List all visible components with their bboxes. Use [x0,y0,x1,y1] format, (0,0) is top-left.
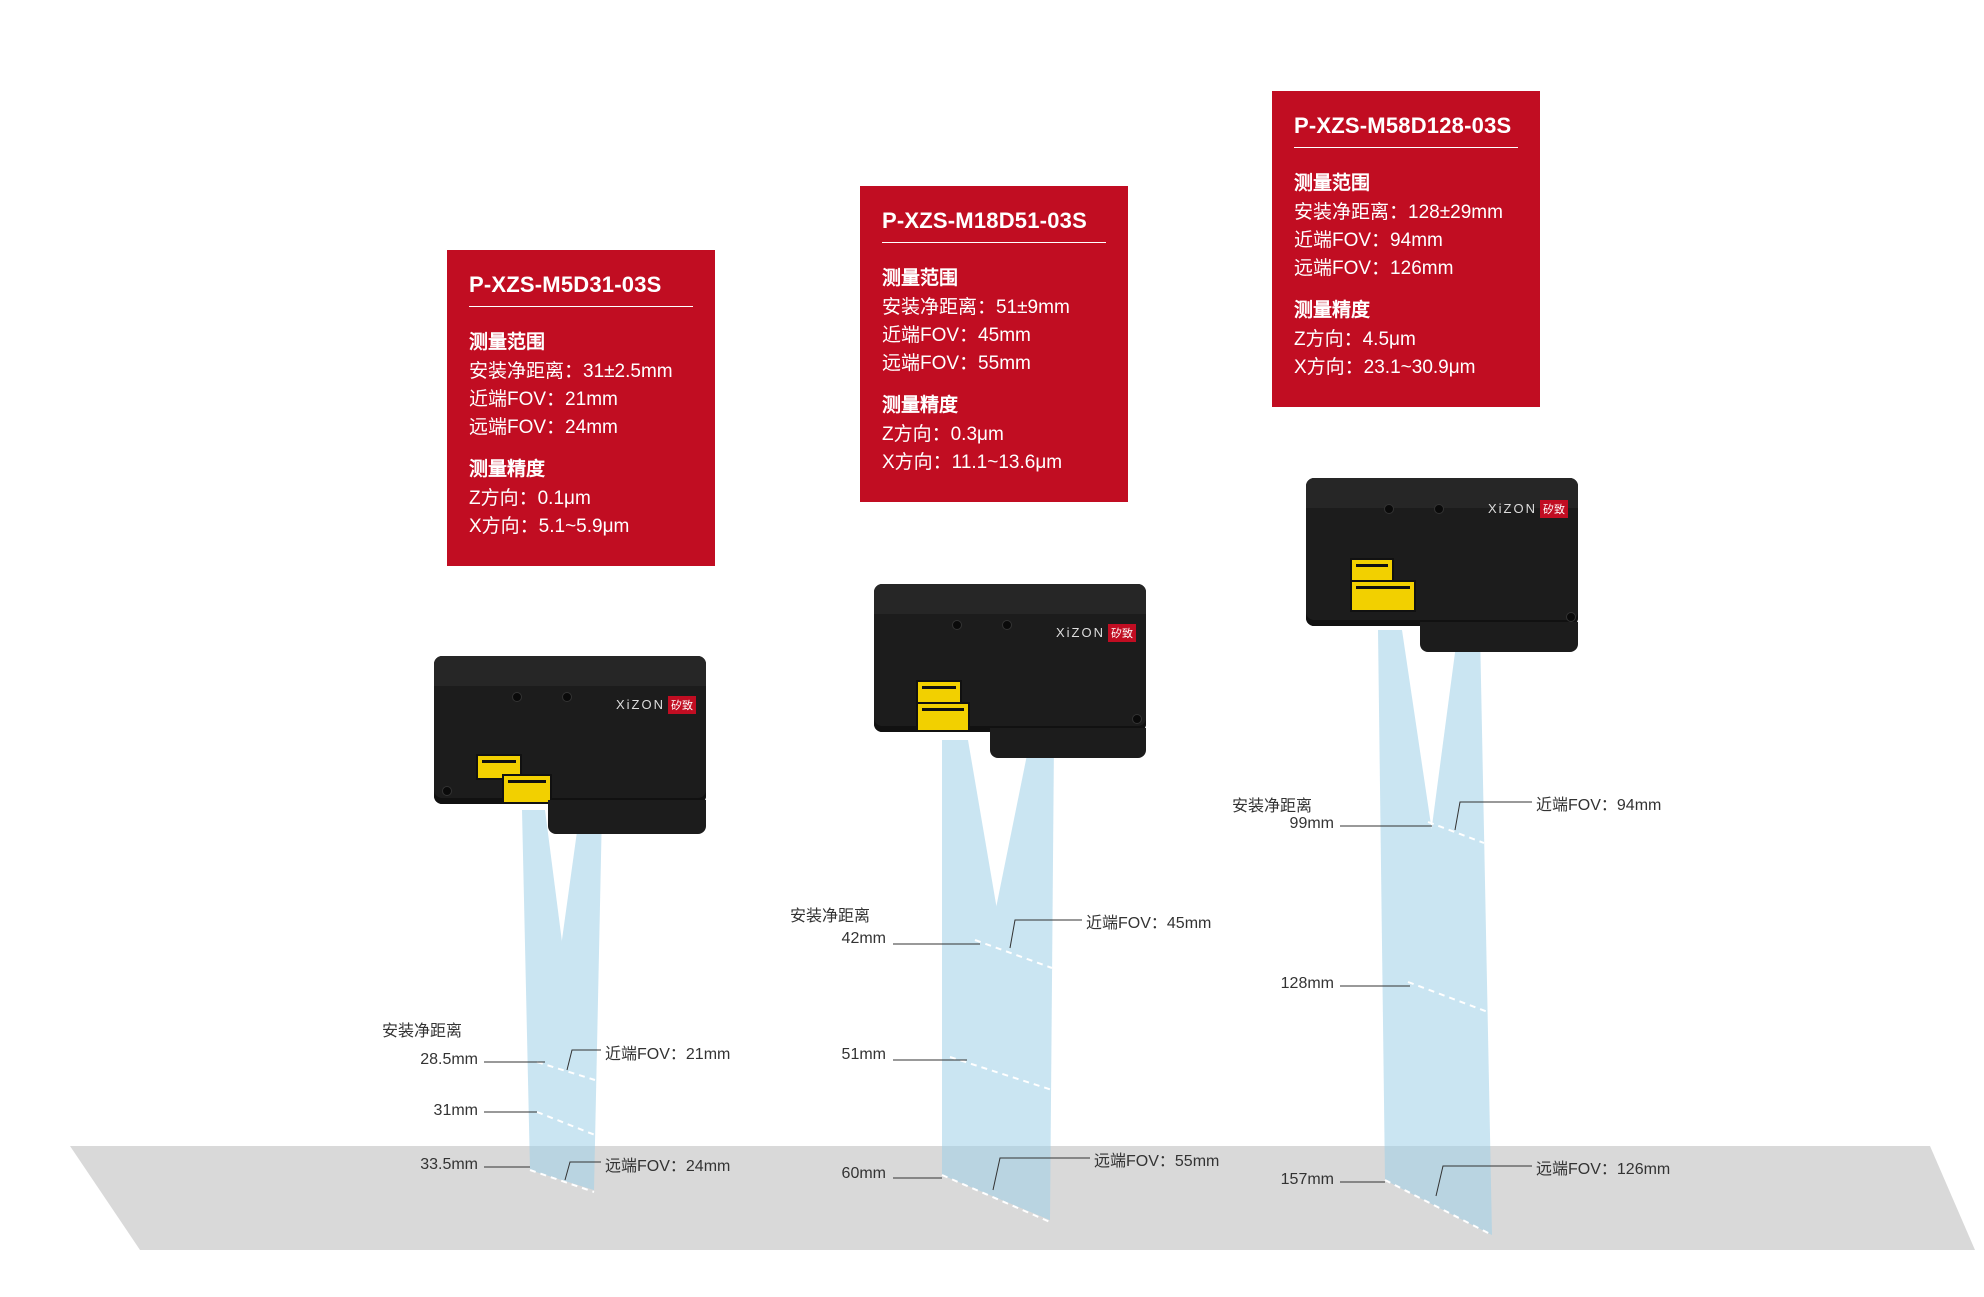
range-line: 远端FOV：24mm [469,417,618,438]
beam-sensor-3 [1378,630,1492,1235]
sensor-lower-body-2 [990,728,1146,758]
leaders-sensor-2 [893,919,1090,1191]
accuracy-heading: 测量精度 [882,395,959,416]
screw [1132,714,1142,724]
mid-distance-label: 51mm [841,1046,886,1063]
range-heading: 测量范围 [1294,173,1371,194]
far-distance-label: 157mm [1280,1171,1334,1188]
near-distance-label: 42mm [841,930,886,947]
range-heading: 测量范围 [469,332,546,353]
screw [1434,504,1444,514]
near-fov-label: 近端FOV：21mm [605,1046,731,1063]
spec-card-2: P-XZS-M18D51-03S 测量范围 安装净距离：51±9mm 近端FOV… [860,186,1128,502]
range-heading: 测量范围 [882,268,959,289]
laser-warning-label [502,774,552,804]
dashes-sensor-2 [941,939,1053,1223]
sensor-top-panel [1306,478,1578,508]
far-distance-label: 33.5mm [420,1156,478,1173]
clearance-label: 安装净距离 [382,1023,463,1040]
range-line: 安装净距离：31±2.5mm [469,361,673,382]
accuracy-line: X方向：5.1~5.9μm [469,516,630,537]
range-line: 远端FOV：126mm [1294,258,1454,279]
spec-card-1: P-XZS-M5D31-03S 测量范围 安装净距离：31±2.5mm 近端FO… [447,250,715,566]
range-line: 近端FOV：45mm [882,325,1031,346]
range-line: 近端FOV：21mm [469,389,618,410]
range-line: 近端FOV：94mm [1294,230,1443,251]
accuracy-line: X方向：11.1~13.6μm [882,452,1063,473]
accuracy-line: Z方向：4.5μm [1294,329,1416,350]
beam-sensor-1 [522,810,602,1190]
screw [442,786,452,796]
accuracy-line: Z方向：0.3μm [882,424,1004,445]
model-title: P-XZS-M18D51-03S [882,208,1106,243]
sensor-lower-body-1 [548,800,706,834]
screw [562,692,572,702]
screw [1384,504,1394,514]
sensor-lower-body-3 [1420,622,1578,652]
far-distance-label: 60mm [841,1165,886,1182]
screw [1002,620,1012,630]
range-line: 远端FOV：55mm [882,353,1031,374]
far-fov-label: 远端FOV：126mm [1536,1161,1671,1178]
near-fov-label: 近端FOV：94mm [1536,797,1662,814]
accuracy-line: Z方向：0.1μm [469,488,591,509]
range-line: 安装净距离：128±29mm [1294,202,1503,223]
clearance-label: 安装净距离 [1232,798,1313,815]
laser-warning-label [916,702,970,732]
near-distance-label: 99mm [1289,815,1334,832]
model-title: P-XZS-M5D31-03S [469,272,693,307]
spec-card-3: P-XZS-M58D128-03S 测量范围 安装净距离：128±29mm 近端… [1272,91,1540,407]
near-distance-label: 28.5mm [420,1051,478,1068]
leaders-sensor-1 [484,1049,601,1181]
beam-sensor-2 [942,740,1054,1220]
leaders-sensor-3 [1340,801,1532,1197]
dashes-sensor-3 [1384,821,1493,1236]
mid-distance-label: 31mm [433,1102,478,1119]
dashes-sensor-1 [529,1061,596,1193]
accuracy-line: X方向：23.1~30.9μm [1294,357,1476,378]
mid-distance-label: 128mm [1280,975,1334,992]
accuracy-heading: 测量精度 [469,459,546,480]
accuracy-heading: 测量精度 [1294,300,1371,321]
sensor-top-panel [434,656,706,686]
screw [1566,612,1576,622]
range-line: 安装净距离：51±9mm [882,297,1070,318]
clearance-label: 安装净距离 [790,908,871,925]
laser-warning-label [1350,580,1416,612]
near-fov-label: 近端FOV：45mm [1086,915,1212,932]
sensor-top-panel [874,584,1146,614]
far-fov-label: 远端FOV：55mm [1094,1153,1220,1170]
screw [512,692,522,702]
screw [952,620,962,630]
far-fov-label: 远端FOV：24mm [605,1158,731,1175]
model-title: P-XZS-M58D128-03S [1294,113,1518,148]
